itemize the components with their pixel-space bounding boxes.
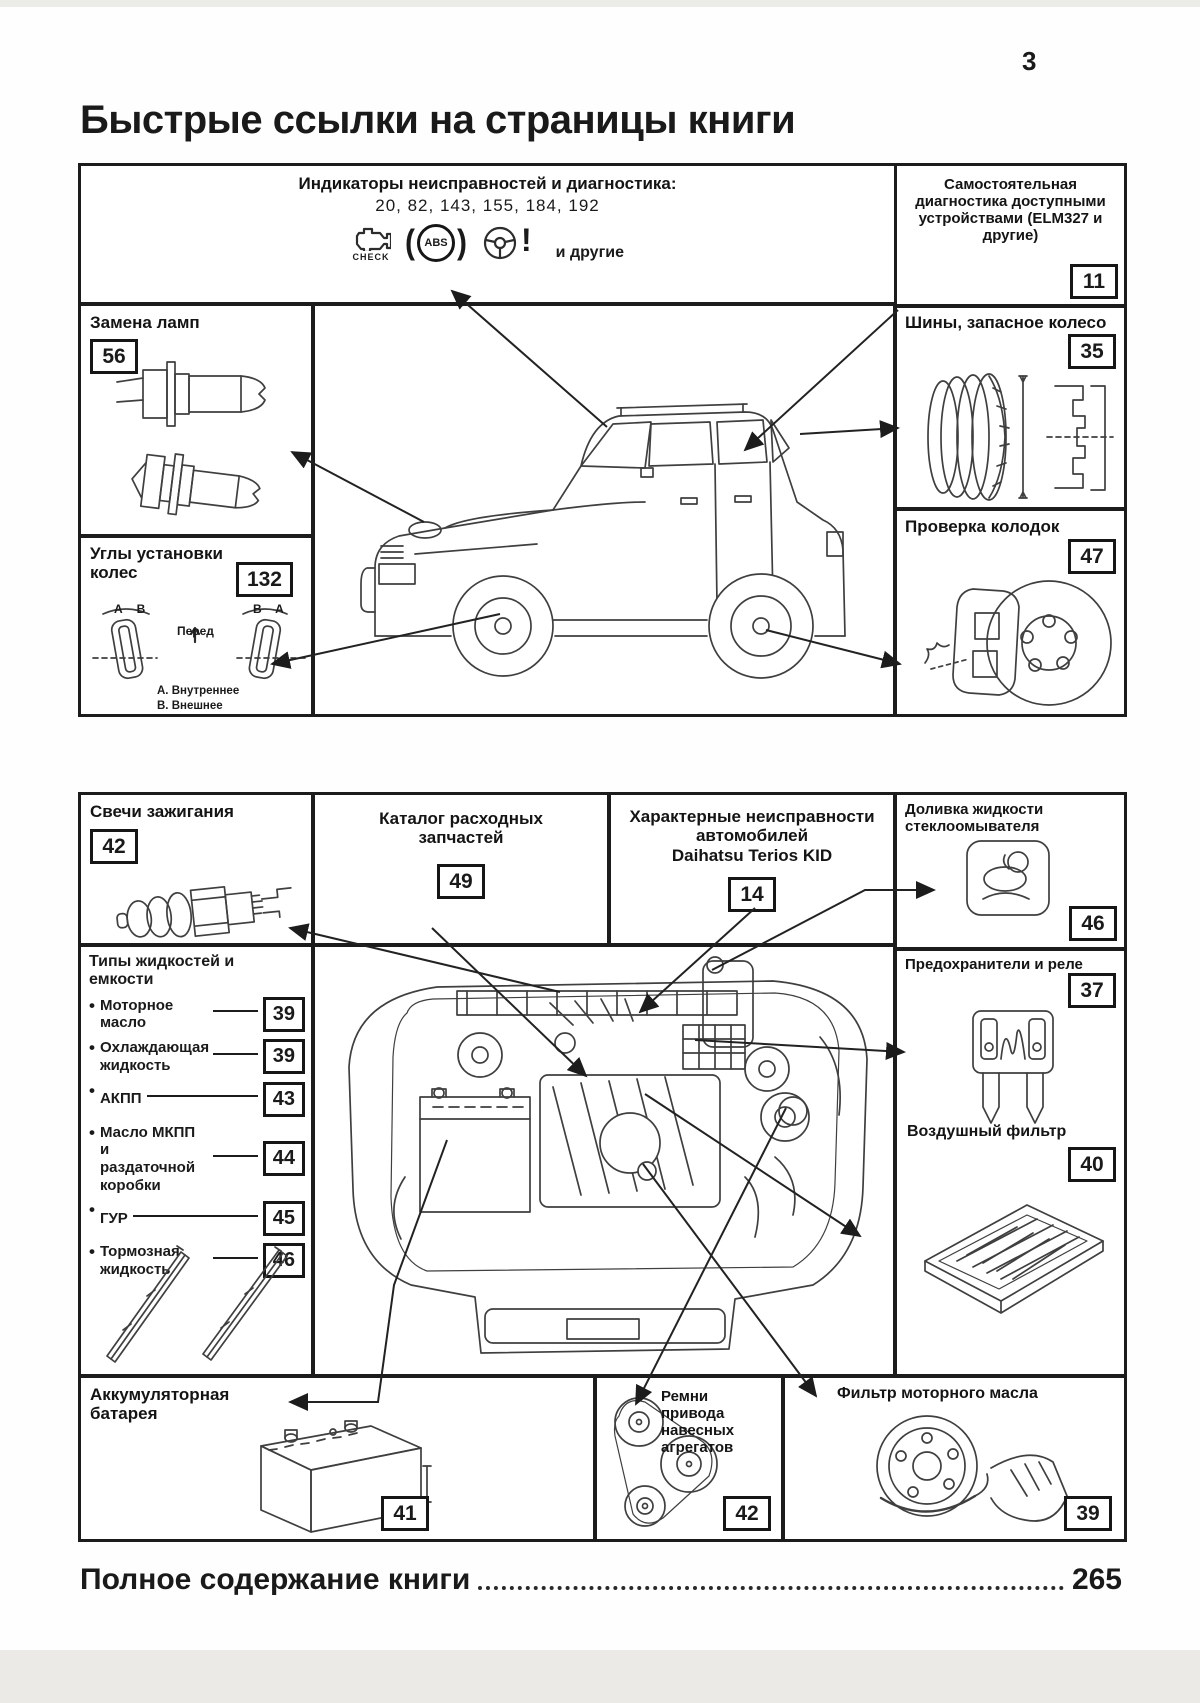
oil-filter-label: Фильтр моторного масла <box>837 1385 1038 1402</box>
battery-illustration <box>260 1420 432 1533</box>
alignment-legend: А. Внутреннее В. Внешнее <box>157 685 240 712</box>
cell-battery: Аккумуляторная батарея 41 <box>78 1375 596 1542</box>
cell-fluid-types: Типы жидкостей и емкости •Моторное масло… <box>78 944 314 1377</box>
scan-edge-top <box>0 0 1200 7</box>
cell-typical-faults: Характерные неисправности автомобилей Da… <box>608 792 896 946</box>
spark-plug-illustration <box>116 885 292 938</box>
fluid-item-manual-transfer-oil: •Масло МКПП и раздаточной коробки 44 <box>89 1123 305 1195</box>
indicators-pages: 20, 82, 143, 155, 184, 192 <box>375 196 600 216</box>
dotted-leader <box>478 1586 1064 1590</box>
pageref-washer-fluid: 46 <box>1069 906 1117 941</box>
brake-caliper-illustration <box>924 580 1112 706</box>
wiper-blades-illustration <box>106 1245 288 1363</box>
cell-wheel-alignment: Углы установки колес 132 АВ ВА Перед А. … <box>78 535 314 717</box>
fluid-types-title: Типы жидкостей и емкости <box>89 953 235 989</box>
spark-plugs-label: Свечи зажигания <box>90 802 234 821</box>
battery-label: Аккумуляторная батарея <box>90 1385 230 1424</box>
cell-brake-pads: Проверка колодок 47 <box>894 508 1127 717</box>
tire-and-rim-illustration <box>927 373 1114 501</box>
fuse-illustration <box>972 1010 1054 1124</box>
steering-warning-icon: ! <box>481 224 532 262</box>
scan-edge-bottom <box>0 1650 1200 1703</box>
drive-belts-label: Ремни привода навесных агрегатов <box>661 1388 735 1457</box>
pageref-typical-faults: 14 <box>728 877 776 913</box>
cell-spark-plugs: Свечи зажигания 42 <box>78 792 314 946</box>
cell-car-exterior <box>312 303 896 717</box>
pageref-coolant: 39 <box>262 1039 305 1075</box>
cell-indicators: Индикаторы неисправностей и диагностика:… <box>78 163 897 305</box>
cell-washer-fluid: Доливка жидкости стеклоомывателя 46 <box>894 792 1127 950</box>
alignment-front-label: Перед <box>177 624 214 638</box>
fluid-item-coolant: •Охлаждающая жидкость 39 <box>89 1038 305 1075</box>
washer-fluid-illustration <box>966 840 1050 916</box>
cell-tires: Шины, запасное колесо 35 <box>894 305 1127 510</box>
tires-label: Шины, запасное колесо <box>905 313 1107 332</box>
typical-faults-label: Характерные неисправности автомобилей <box>629 807 875 846</box>
check-engine-icon: CHECK <box>351 225 392 262</box>
air-filter-illustration <box>924 1204 1104 1314</box>
pageref-lamp-replacement: 56 <box>90 339 138 374</box>
parts-catalog-label: Каталог расходных запчастей <box>379 809 543 848</box>
cell-fuses-and-air-filter: Предохранители и реле 37 Воздушный фильт… <box>894 948 1127 1377</box>
pageref-battery: 41 <box>381 1496 429 1531</box>
full-contents-label: Полное содержание книги <box>80 1563 471 1596</box>
indicators-more-label: и другие <box>555 244 624 262</box>
pageref-drive-belts: 42 <box>723 1496 771 1531</box>
cell-oil-filter: Фильтр моторного масла 39 <box>782 1375 1127 1542</box>
fluid-item-power-steering: •ГУР 45 <box>89 1201 305 1237</box>
self-diagnostics-label: Самостоятельная диагностика доступными у… <box>915 176 1106 245</box>
fuses-label: Предохранители и реле <box>905 956 1083 973</box>
fluid-item-engine-oil: •Моторное масло 39 <box>89 996 305 1032</box>
wheel-alignment-label: Углы установки колес <box>90 544 223 583</box>
pageref-engine-oil: 39 <box>262 996 305 1032</box>
cell-engine-bay <box>312 944 896 1377</box>
pageref-brake-pads: 47 <box>1068 539 1116 574</box>
alignment-letters-left: АВ <box>114 602 160 616</box>
pageref-tires: 35 <box>1068 334 1116 369</box>
oil-filter-illustration <box>876 1415 1068 1522</box>
pageref-self-diagnostics: 11 <box>1070 264 1118 299</box>
engine-bay-illustration <box>348 956 868 1354</box>
indicators-title: Индикаторы неисправностей и диагностика: <box>298 174 677 193</box>
cell-self-diagnostics: Самостоятельная диагностика доступными у… <box>894 163 1127 307</box>
cell-parts-catalog: Каталог расходных запчастей 49 <box>312 792 610 946</box>
pageref-oil-filter: 39 <box>1064 1496 1112 1531</box>
headlight-bulbs-illustration <box>116 361 266 516</box>
pageref-wheel-alignment: 132 <box>235 562 293 597</box>
cell-drive-belts: Ремни привода навесных агрегатов 42 <box>594 1375 784 1542</box>
page-number: 3 <box>1022 46 1037 76</box>
lamp-replacement-label: Замена ламп <box>90 313 200 332</box>
pageref-manual-transfer-oil: 44 <box>262 1141 305 1177</box>
pageref-parts-catalog: 49 <box>437 863 485 899</box>
pageref-air-filter: 40 <box>1068 1147 1116 1182</box>
typical-faults-model: Daihatsu Terios KID <box>671 845 833 865</box>
abs-warning-icon: ( ABS ) <box>405 223 468 263</box>
cell-lamp-replacement: Замена ламп 56 <box>78 303 314 537</box>
page-title: Быстрые ссылки на страницы книги <box>80 98 796 142</box>
alignment-letters-right: ВА <box>253 602 298 616</box>
full-contents-line: Полное содержание книги 265 <box>80 1563 1122 1597</box>
washer-fluid-label: Доливка жидкости стеклоомывателя <box>905 801 1044 836</box>
pageref-power-steering: 45 <box>262 1201 305 1237</box>
pageref-automatic-transmission: 43 <box>262 1081 305 1117</box>
full-contents-page: 265 <box>1071 1563 1122 1596</box>
brake-pads-label: Проверка колодок <box>905 517 1060 536</box>
fluid-item-automatic-transmission: •АКПП 43 <box>89 1081 305 1117</box>
pageref-fuses: 37 <box>1068 973 1116 1008</box>
air-filter-label: Воздушный фильтр <box>907 1123 1067 1141</box>
car-side-illustration <box>360 403 846 679</box>
pageref-spark-plugs: 42 <box>90 829 138 864</box>
